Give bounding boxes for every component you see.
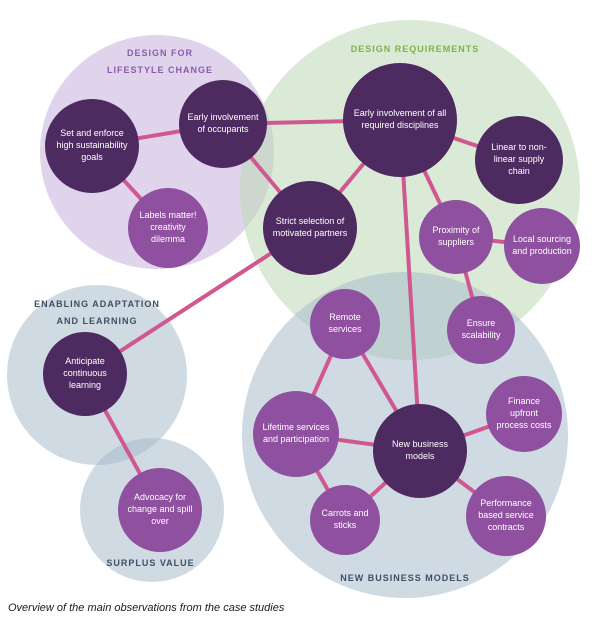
node-label: Carrots and sticks — [321, 508, 369, 530]
node-label: Lifetime services and participation — [262, 422, 330, 444]
node-scalability: Ensure scalability — [447, 296, 515, 364]
node-label: Local sourcing and production — [512, 234, 572, 256]
node-local-sourcing: Local sourcing and production — [504, 208, 580, 284]
cluster-label-lifestyle-change: DESIGN FOR LIFESTYLE CHANGE — [106, 48, 213, 76]
node-label: Proximity of suppliers — [432, 225, 480, 247]
node-occupants: Early involvement of occupants — [179, 80, 267, 168]
cluster-label-design-requirements: DESIGN REQUIREMENTS — [350, 44, 480, 54]
node-set-goals: Set and enforce high sustainability goal… — [45, 99, 139, 193]
node-label: Set and enforce high sustainability goal… — [56, 128, 128, 162]
node-carrots: Carrots and sticks — [310, 485, 380, 555]
node-label: Early involvement of all required discip… — [353, 108, 447, 130]
node-label: Performance based service contracts — [478, 498, 534, 532]
node-performance: Performance based service contracts — [466, 476, 546, 556]
node-label: Finance upfront process costs — [496, 396, 552, 430]
node-label: Anticipate continuous learning — [63, 356, 107, 390]
cluster-label-new-business-models: NEW BUSINESS MODELS — [340, 573, 470, 583]
node-finance: Finance upfront process costs — [486, 376, 562, 452]
node-label: Early involvement of occupants — [187, 112, 259, 134]
node-partners: Strict selection of motivated partners — [263, 181, 357, 275]
node-label: Linear to non-linear supply chain — [491, 142, 547, 176]
node-advocacy: Advocacy for change and spill over — [118, 468, 202, 552]
cluster-label-enabling-adaptation: ENABLING ADAPTATION AND LEARNING — [34, 299, 160, 327]
node-new-business-models: New business models — [373, 404, 467, 498]
cluster-label-surplus-value: SURPLUS VALUE — [106, 558, 195, 568]
node-lifetime: Lifetime services and participation — [253, 391, 339, 477]
node-supply-chain: Linear to non-linear supply chain — [475, 116, 563, 204]
node-label: Strict selection of motivated partners — [272, 216, 348, 238]
node-label: New business models — [391, 439, 449, 461]
node-remote: Remote services — [310, 289, 380, 359]
node-labels-matter: Labels matter! creativity dilemma — [128, 188, 208, 268]
node-label: Ensure scalability — [461, 318, 501, 340]
node-label: Remote services — [328, 312, 362, 334]
node-label: Advocacy for change and spill over — [127, 492, 193, 526]
node-label: Labels matter! creativity dilemma — [139, 210, 197, 244]
node-disciplines: Early involvement of all required discip… — [343, 63, 457, 177]
node-anticipate: Anticipate continuous learning — [43, 332, 127, 416]
node-suppliers: Proximity of suppliers — [419, 200, 493, 274]
figure-caption: Overview of the main observations from t… — [8, 602, 285, 614]
